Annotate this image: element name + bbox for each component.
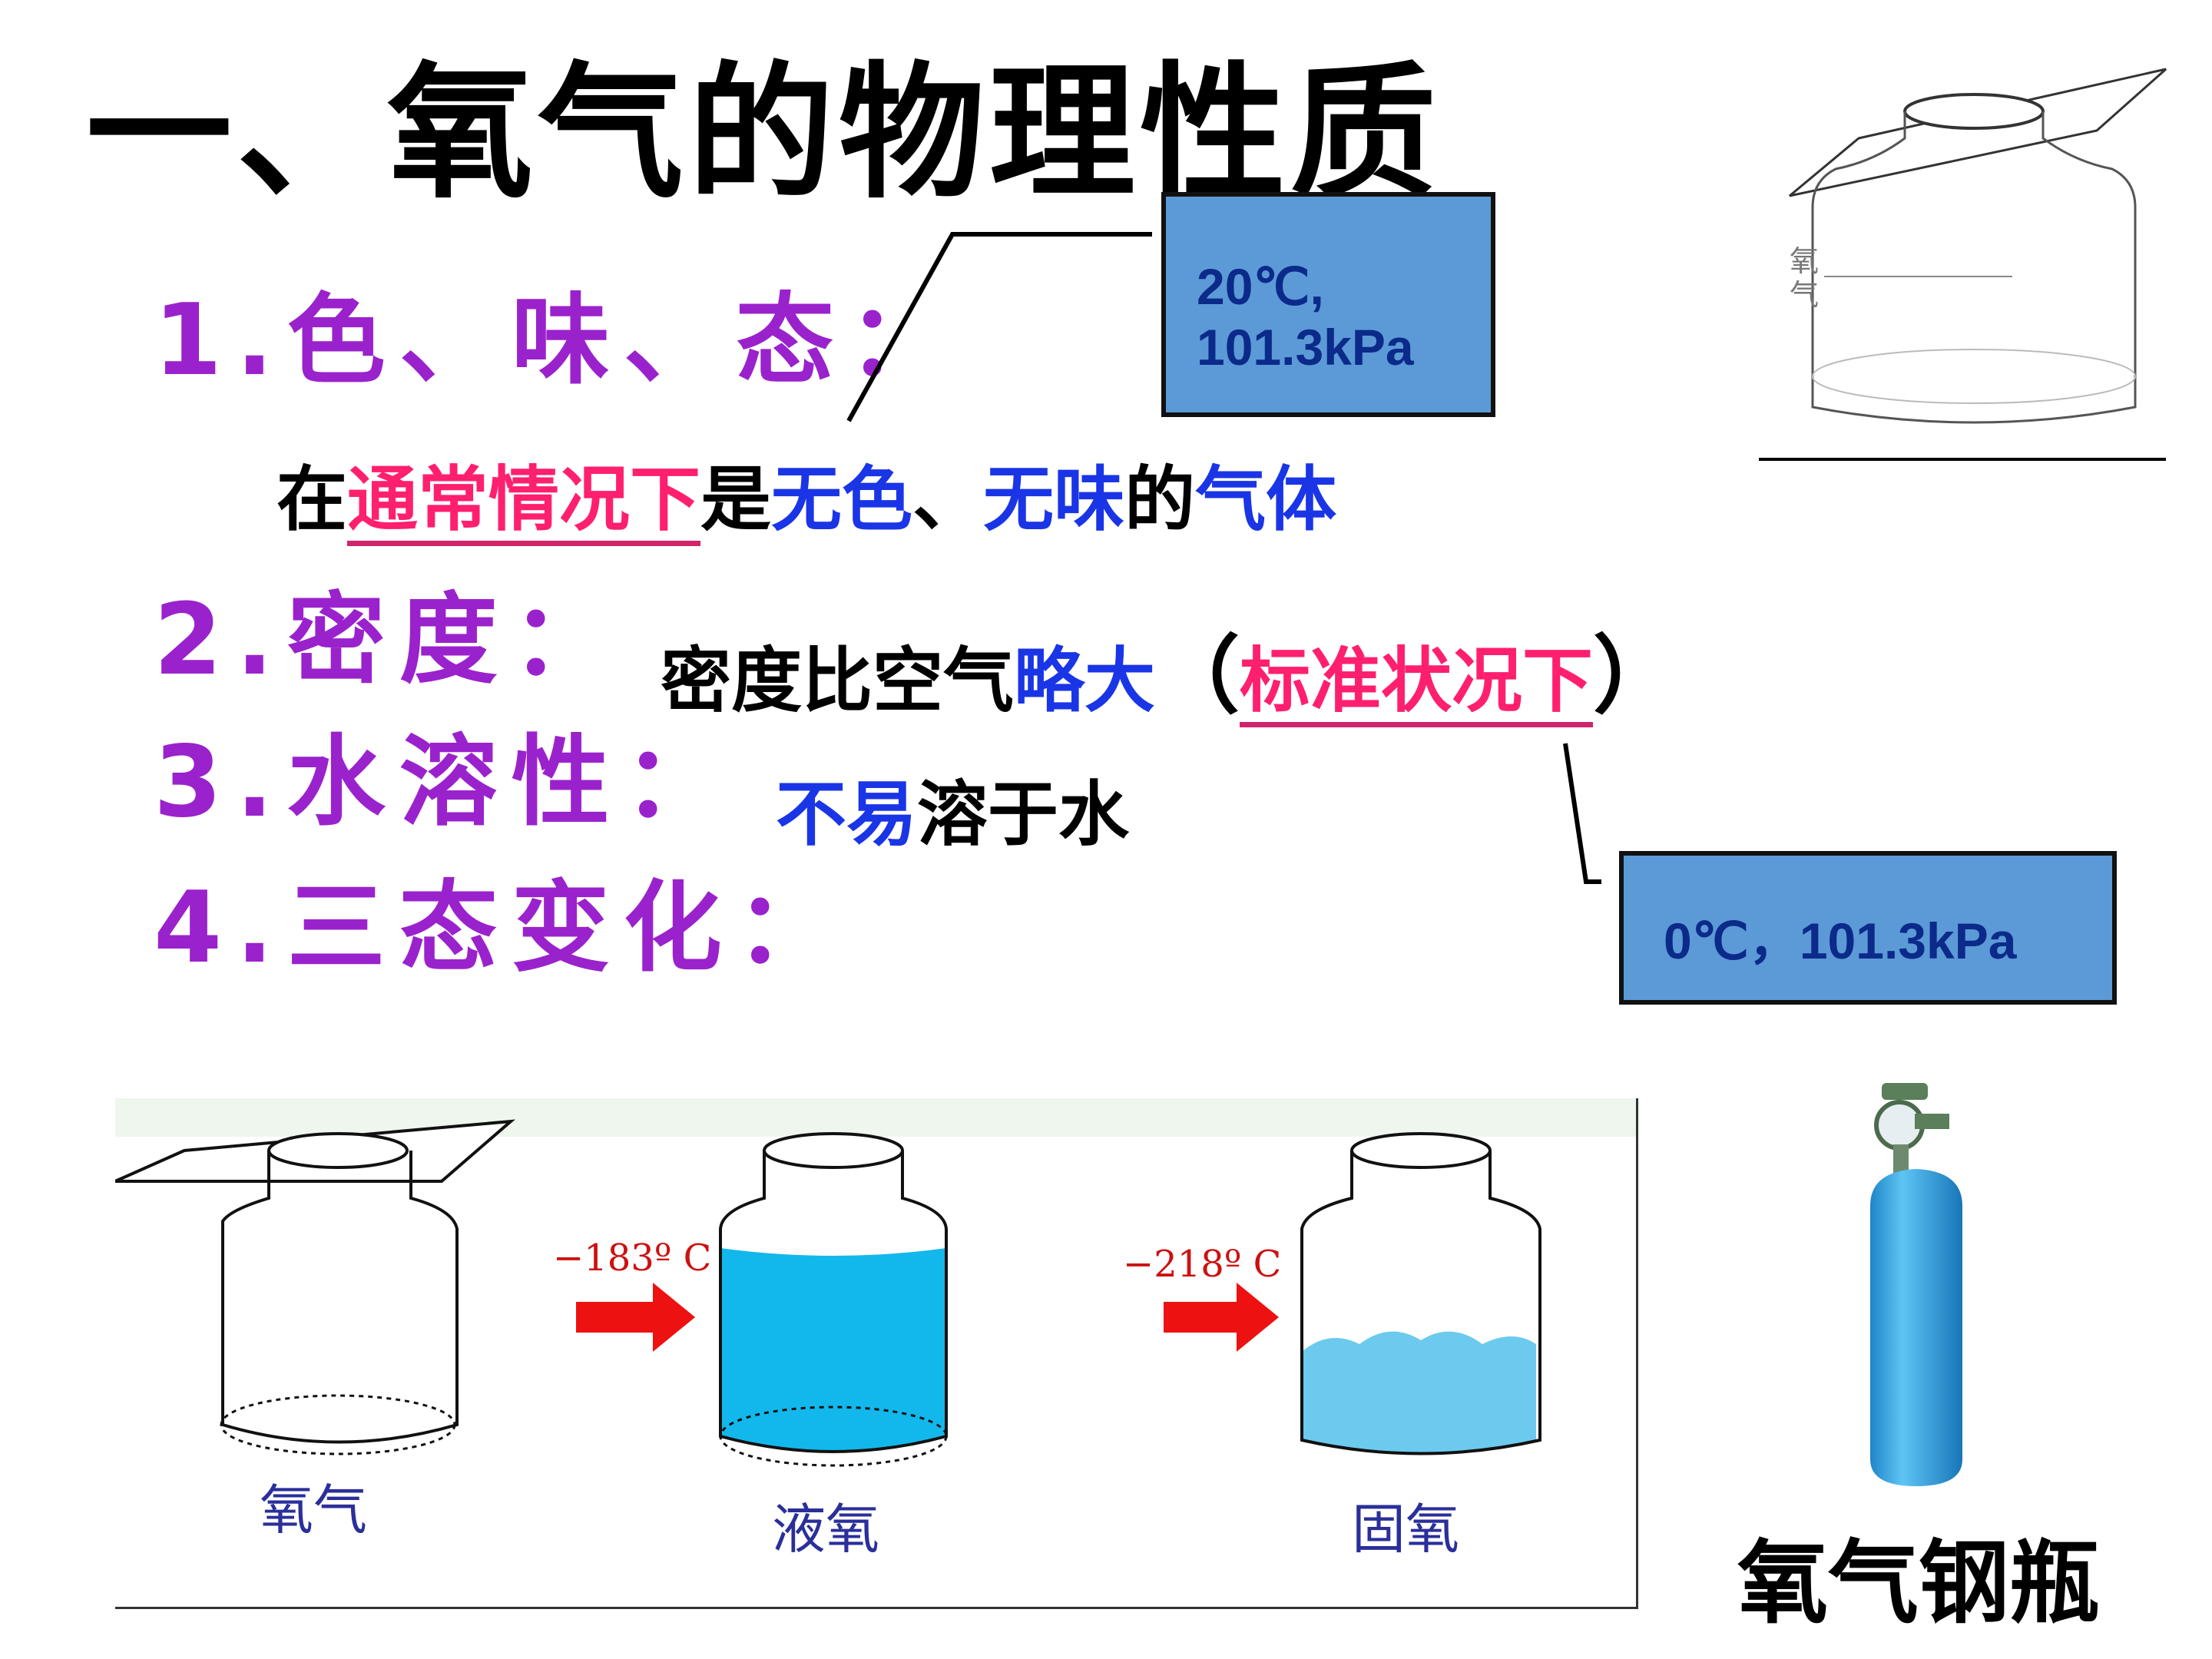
text-odorless: 无味 — [983, 459, 1125, 541]
text-standard-conditions: 标准状况下 — [1240, 640, 1594, 727]
item-number: 1. — [154, 283, 287, 398]
item-label: 三态变化： — [286, 871, 848, 985]
three-states-diagram — [115, 1119, 1541, 1467]
jar-liquid — [719, 1132, 948, 1467]
valve-cap — [1882, 1083, 1928, 1100]
text-slightly-greater: 略大 — [1014, 640, 1156, 722]
temp-solidify: −218º C — [1123, 1243, 1282, 1286]
text-prefix: 在 — [276, 459, 348, 541]
temp-liquefy: −183º C — [553, 1237, 712, 1280]
answer-density: 密度比空气略大（标准状况下） — [661, 627, 1678, 727]
text-density-compare: 密度比空气 — [661, 640, 1015, 722]
text-separator: 、 — [912, 459, 984, 541]
item-number: 3. — [154, 725, 287, 839]
condition-box-standard: 0℃，101.3kPa — [1619, 851, 2117, 1005]
state-label-liquid: 液氧 — [772, 1498, 879, 1561]
page-title: 一、氧气的物理性质 — [86, 47, 1442, 218]
panel-top-band — [115, 1098, 1636, 1137]
text-close-paren: ） — [1593, 627, 1678, 725]
item-label: 色、味、态： — [286, 283, 960, 398]
arrow-right-icon — [1164, 1283, 1279, 1352]
jar-solid — [1300, 1132, 1541, 1455]
callout-line-2 — [1563, 743, 1601, 884]
text-dissolve-in-water: 溶于水 — [917, 773, 1130, 856]
item-three-states: 4.三态变化： — [154, 879, 848, 978]
condition-box-line1: 20℃, — [1197, 258, 1324, 315]
answer-color-smell-state: 在通常情况下是无色、无味的气体 — [276, 459, 1337, 546]
jar-gas — [220, 1132, 459, 1455]
oxygen-cylinder-illustration — [1870, 1083, 1962, 1486]
text-normal-conditions: 通常情况下 — [347, 459, 701, 546]
text-colorless: 无色 — [771, 459, 913, 541]
item-label: 水溶性： — [286, 725, 736, 839]
gas-jar-illustration — [1789, 68, 2167, 424]
arrow-right-icon — [576, 1283, 695, 1352]
condition-box-normal: 20℃, 101.3kPa — [1161, 192, 1495, 417]
state-label-gas: 氧气 — [260, 1479, 367, 1541]
text-de: 的 — [1124, 459, 1196, 541]
glass-plate — [1789, 68, 2167, 197]
text-not-easily: 不易 — [776, 773, 918, 856]
jar-body — [1811, 111, 2137, 424]
jar-mouth — [1903, 93, 2045, 130]
item-density: 2.密度： — [154, 591, 624, 690]
valve-stem — [1893, 1144, 1909, 1175]
text-is: 是 — [700, 459, 772, 541]
valve-handle — [1915, 1114, 1949, 1129]
condition-box-text: 0℃，101.3kPa — [1664, 912, 2017, 969]
cylinder-caption: 氧气钢瓶 — [1737, 1529, 2101, 1636]
item-solubility: 3.水溶性： — [154, 733, 736, 832]
jar-bottom — [1812, 349, 2136, 404]
jar-label: 氧气 — [1790, 244, 1820, 312]
text-gas: 气体 — [1195, 459, 1337, 541]
condition-box-line2: 101.3kPa — [1197, 319, 1414, 376]
item-label: 密度： — [286, 583, 624, 697]
item-color-smell-state: 1.色、味、态： — [154, 292, 960, 390]
item-number: 2. — [154, 583, 287, 697]
callout-line-1 — [846, 232, 1152, 422]
text-open-paren: （ — [1155, 627, 1240, 725]
answer-solubility: 不易溶于水 — [776, 776, 1129, 853]
state-label-solid: 固氧 — [1352, 1498, 1459, 1561]
item-number: 4. — [154, 871, 287, 985]
cylinder-body — [1870, 1169, 1962, 1486]
